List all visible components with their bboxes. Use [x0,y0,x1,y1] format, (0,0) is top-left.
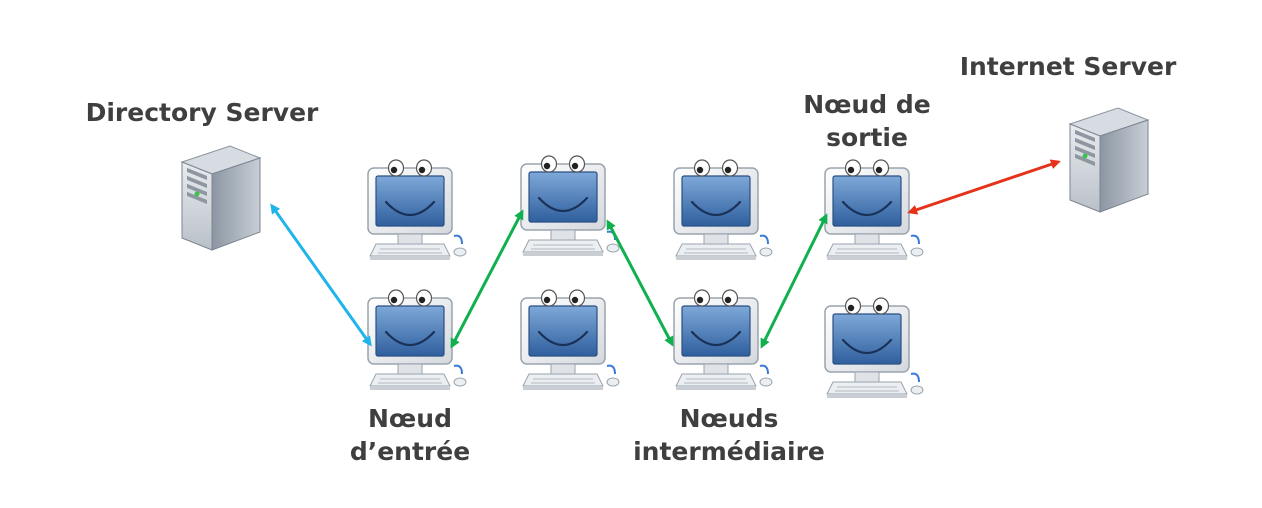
relay-link-arrow [450,209,524,349]
exit-node-label-line1: Nœud de [803,90,931,119]
internet-server-label: Internet Server [938,50,1198,83]
middle-nodes-label-line1: Nœuds [679,404,779,433]
relay-link-arrow [760,213,828,349]
exit-node-label-line2: sortie [826,123,908,152]
entry-node-label-line1: Nœud [368,404,452,433]
middle-nodes-label-line2: intermédiaire [633,437,825,466]
computer-icon [519,154,621,258]
directory-server-label: Directory Server [62,96,342,129]
directory-link-arrow [270,203,372,347]
computer-icon [823,296,925,400]
middle-node-computer-icon [672,288,774,392]
exit-node-computer-icon [823,158,925,262]
entry-node-label-line2: d’entrée [349,437,471,466]
internet-link-arrow [907,159,1061,215]
relay-link-arrow [606,219,674,347]
directory-server-label-text: Directory Server [85,98,319,127]
entry-node-computer-icon [366,288,468,392]
directory-server-icon [181,145,261,251]
exit-node-label: Nœud de sortie [787,88,947,154]
computer-icon [519,288,621,392]
computer-icon [366,158,468,262]
internet-server-label-text: Internet Server [959,52,1177,81]
entry-node-label: Nœud d’entrée [330,402,490,468]
internet-server-icon [1069,107,1149,213]
computer-icon [672,158,774,262]
middle-nodes-label: Nœuds intermédiaire [609,402,849,468]
